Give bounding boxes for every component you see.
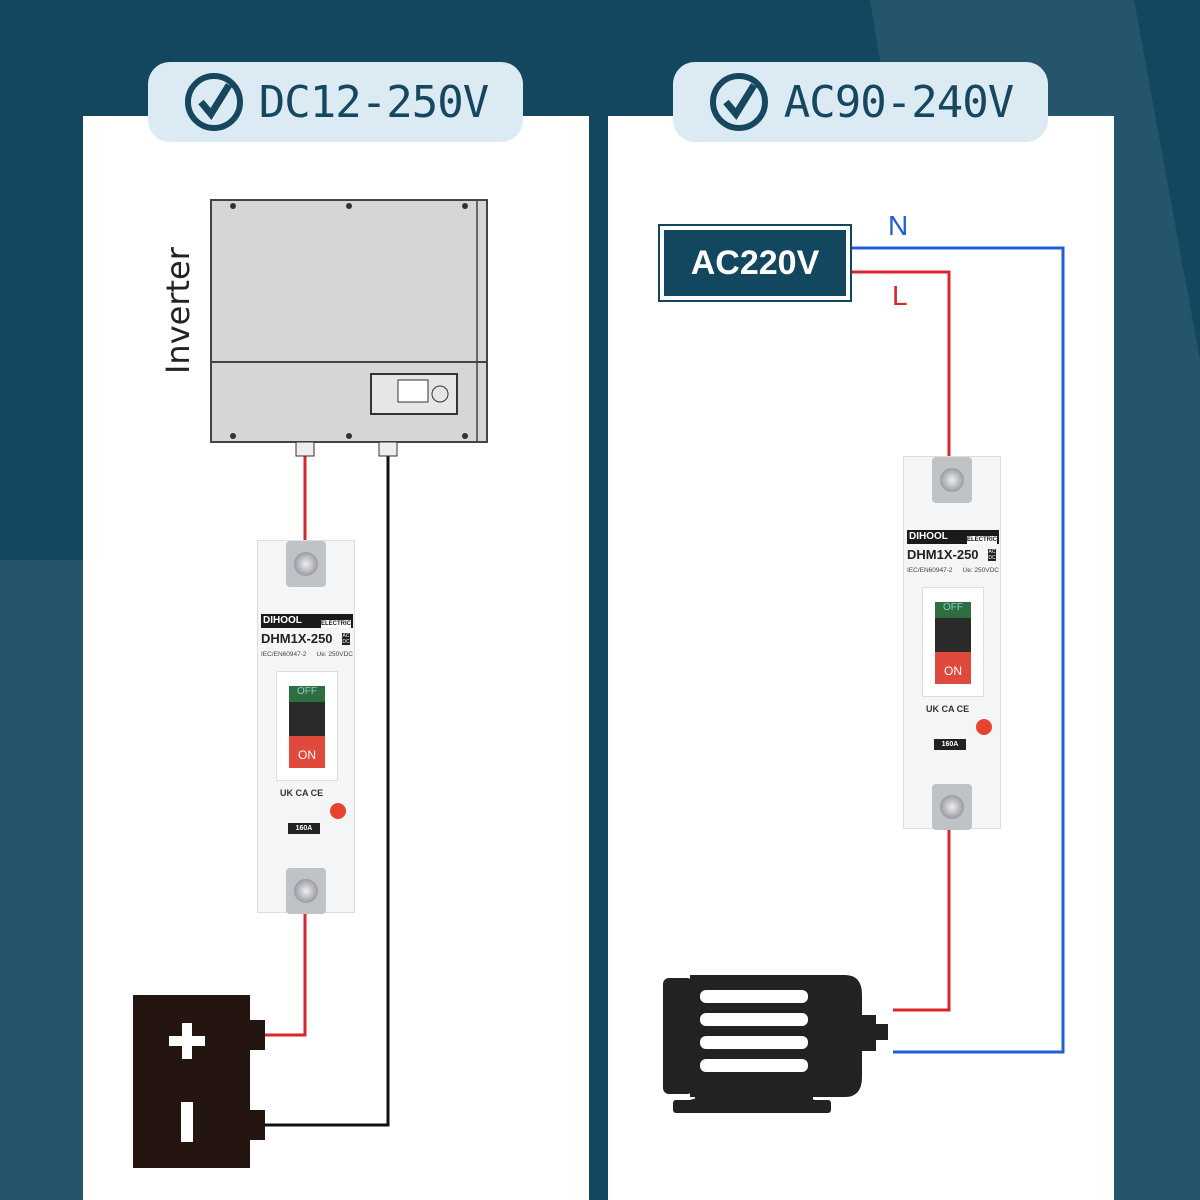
current-rating: 160A	[288, 823, 320, 834]
decorative-shape	[0, 560, 83, 1200]
cert-marks: UK CA CE	[280, 788, 324, 798]
top-terminal	[932, 457, 972, 503]
motor-icon	[663, 975, 888, 1113]
ac-source-box: AC220V	[658, 224, 852, 302]
black-wire	[265, 450, 390, 1127]
bottom-terminal	[932, 784, 972, 830]
check-circle-icon	[709, 73, 768, 131]
inverter-icon	[210, 199, 488, 457]
battery-icon	[133, 995, 265, 1168]
current-rating: 160A	[934, 739, 966, 750]
indicator-dot	[976, 719, 992, 735]
cert-marks: UK CA CE	[926, 704, 970, 714]
check-circle-icon	[184, 73, 243, 131]
dc-voltage-label: DC12-250V	[258, 76, 489, 128]
line-wire	[852, 270, 951, 1012]
top-terminal	[286, 541, 326, 587]
bottom-terminal	[286, 868, 326, 914]
indicator-dot	[330, 803, 346, 819]
model-label: DHM1X-250	[261, 631, 333, 646]
acdc-label: AC DC	[988, 549, 996, 561]
red-wire	[265, 450, 307, 1037]
acdc-label: AC DC	[342, 633, 350, 645]
ac-voltage-label: AC90-240V	[783, 76, 1014, 128]
model-label: DHM1X-250	[907, 547, 979, 562]
neutral-wire	[852, 246, 1065, 1054]
ac-source-label: AC220V	[664, 230, 846, 296]
ac-voltage-badge: AC90-240V	[673, 62, 1048, 142]
line-label: L	[892, 280, 908, 311]
dc-voltage-badge: DC12-250V	[148, 62, 523, 142]
inverter-label: Inverter	[159, 247, 197, 374]
neutral-label: N	[888, 210, 909, 241]
